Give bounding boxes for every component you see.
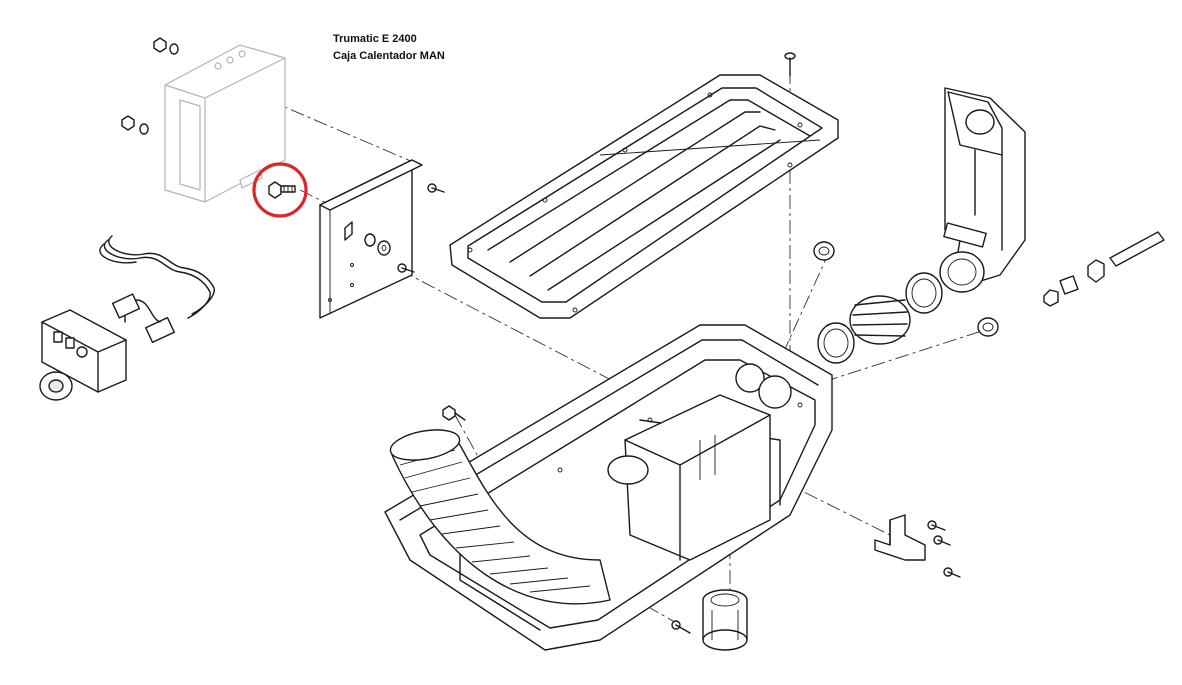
top-screw [784, 52, 796, 77]
plate-screws [397, 183, 445, 273]
highlight-circle [252, 162, 308, 218]
diagram-title: Trumatic E 2400 [333, 33, 417, 45]
top-cover-panel [449, 74, 839, 319]
bracket-screws [927, 520, 961, 578]
heater-housing-box [164, 44, 286, 203]
nut-washer-upper [153, 37, 179, 55]
blower-unit [607, 394, 771, 561]
gas-fittings [1043, 231, 1165, 307]
diagram-subtitle: Caja Calentador MAN [333, 50, 445, 62]
outlet-duct [939, 87, 1026, 293]
plate-washers [364, 233, 391, 256]
highlighted-bolt [268, 181, 296, 199]
tray-screw-left [442, 405, 466, 421]
control-cable [99, 235, 215, 344]
flex-hose [389, 429, 611, 605]
exhaust-fitting [702, 589, 748, 651]
control-knob [39, 371, 73, 401]
bracket [874, 514, 926, 561]
title-block: Trumatic E 2400 Caja Calentador MAN [333, 31, 445, 65]
duct-clamps-and-hose [813, 241, 999, 364]
control-panel [41, 309, 127, 393]
nut-washer-lower [121, 115, 149, 135]
bottom-screw [671, 620, 691, 634]
